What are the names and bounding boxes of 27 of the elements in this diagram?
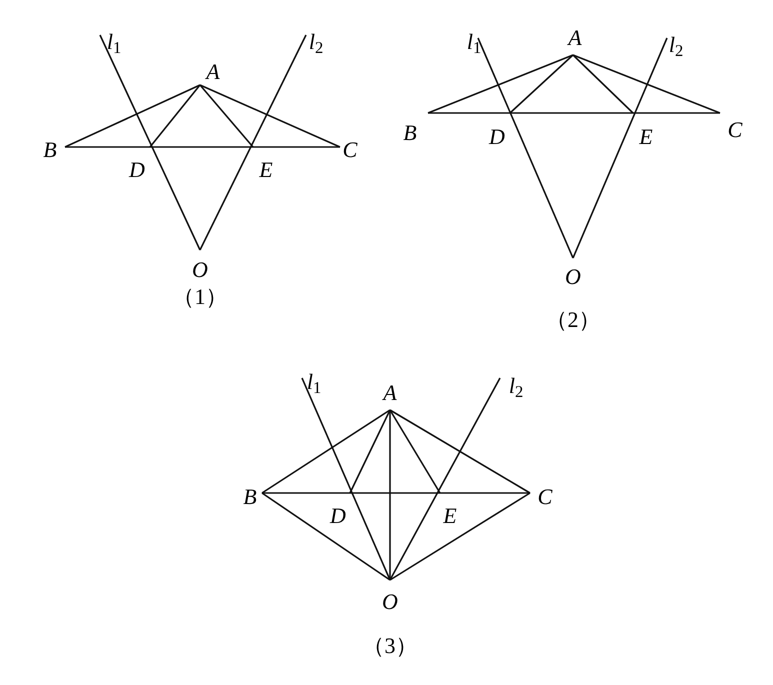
line-label: l$_{1}$ xyxy=(466,31,482,53)
point-label: A xyxy=(383,382,397,404)
line-label: l$_{1}$ xyxy=(106,31,122,53)
point-label: D xyxy=(330,505,346,527)
point-label: O xyxy=(382,591,398,613)
point-label: D xyxy=(489,126,505,148)
figure-caption: （1） xyxy=(172,286,228,308)
line-label: l$_{2}$ xyxy=(508,375,524,397)
point-label: O xyxy=(192,259,208,281)
point-label: E xyxy=(259,159,273,181)
line-label: l$_{1}$ xyxy=(306,371,322,393)
line-label: l$_{2}$ xyxy=(308,31,324,53)
point-label: C xyxy=(728,119,742,141)
line-label: l$_{2}$ xyxy=(668,34,684,56)
figure-caption: （3） xyxy=(362,635,418,657)
point-label: C xyxy=(538,486,552,508)
point-label: A xyxy=(206,61,220,83)
point-label: O xyxy=(565,266,581,288)
point-label: A xyxy=(568,27,582,49)
point-label: C xyxy=(342,139,358,161)
point-label: E xyxy=(639,126,653,148)
figure-caption: （2） xyxy=(546,309,600,331)
point-label: D xyxy=(129,159,145,181)
point-label: B xyxy=(243,486,257,508)
point-label: B xyxy=(43,139,57,161)
point-label: E xyxy=(443,505,457,527)
point-label: B xyxy=(403,122,417,144)
